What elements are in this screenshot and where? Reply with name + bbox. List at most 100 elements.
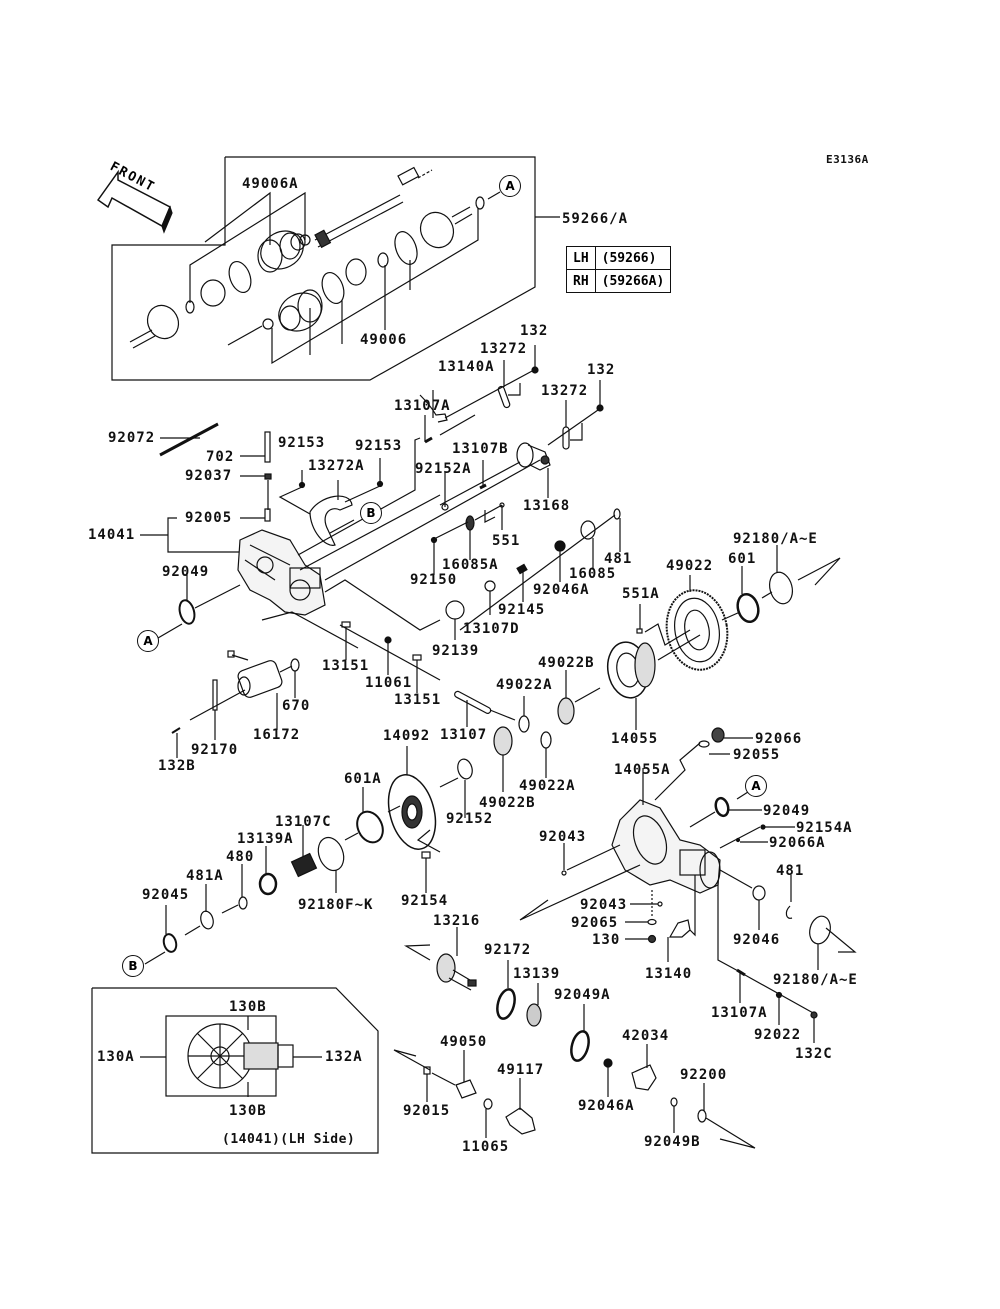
- part-label[interactable]: 551: [492, 533, 521, 549]
- part-label[interactable]: 92172: [484, 942, 532, 958]
- part-label[interactable]: 13140: [645, 966, 693, 982]
- shim-icon: [809, 915, 831, 945]
- part-label[interactable]: 132A: [325, 1049, 363, 1065]
- part-label[interactable]: 481: [604, 551, 633, 567]
- part-label[interactable]: 92152A: [415, 461, 472, 477]
- part-label[interactable]: 92046A: [533, 582, 590, 598]
- part-label[interactable]: 92170: [191, 742, 239, 758]
- part-label[interactable]: 13272A: [308, 458, 365, 474]
- part-label[interactable]: 13139: [513, 966, 561, 982]
- part-label[interactable]: 601: [728, 551, 757, 567]
- part-label[interactable]: 16172: [253, 727, 301, 743]
- part-label[interactable]: 49006A: [242, 176, 299, 192]
- part-label[interactable]: 92153: [355, 438, 403, 454]
- part-label[interactable]: 49006: [360, 332, 408, 348]
- part-label[interactable]: 670: [282, 698, 311, 714]
- part-label[interactable]: 92066: [755, 731, 803, 747]
- part-label[interactable]: 49022: [666, 558, 714, 574]
- part-label[interactable]: 92153: [278, 435, 326, 451]
- part-label-axle-assembly[interactable]: 59266/A: [562, 211, 629, 227]
- part-label[interactable]: 92046: [733, 932, 781, 948]
- variant-part-number[interactable]: (59266A): [594, 269, 672, 293]
- part-label[interactable]: 13107B: [452, 441, 509, 457]
- part-label[interactable]: 92065: [571, 915, 619, 931]
- part-label[interactable]: 132B: [158, 758, 196, 774]
- part-label[interactable]: 92049: [162, 564, 210, 580]
- part-label[interactable]: 49022A: [519, 778, 576, 794]
- part-label[interactable]: 601A: [344, 771, 382, 787]
- part-label[interactable]: 551A: [622, 586, 660, 602]
- part-label[interactable]: 49022B: [479, 795, 536, 811]
- part-label[interactable]: 92180/A~E: [773, 972, 858, 988]
- part-label[interactable]: 13216: [433, 913, 481, 929]
- part-label[interactable]: 132C: [795, 1046, 833, 1062]
- part-label[interactable]: 92049A: [554, 987, 611, 1003]
- part-label[interactable]: 16085: [569, 566, 617, 582]
- part-label[interactable]: 16085A: [442, 557, 499, 573]
- part-label[interactable]: 92200: [680, 1067, 728, 1083]
- part-label[interactable]: 49022A: [496, 677, 553, 693]
- part-label[interactable]: 92145: [498, 602, 546, 618]
- part-label[interactable]: 92022: [754, 1027, 802, 1043]
- part-label[interactable]: 130A: [97, 1049, 135, 1065]
- part-label[interactable]: 702: [206, 449, 235, 465]
- leader-line: [689, 875, 696, 937]
- part-label[interactable]: 130: [592, 932, 621, 948]
- part-label[interactable]: 14092: [383, 728, 431, 744]
- part-label[interactable]: 132: [520, 323, 549, 339]
- part-label[interactable]: 92154: [401, 893, 449, 909]
- part-label[interactable]: 92049B: [644, 1134, 701, 1150]
- part-label[interactable]: 42034: [622, 1028, 670, 1044]
- part-label[interactable]: 92055: [733, 747, 781, 763]
- part-label[interactable]: 92005: [185, 510, 233, 526]
- part-label[interactable]: 49050: [440, 1034, 488, 1050]
- part-label[interactable]: 13107A: [394, 398, 451, 414]
- part-label[interactable]: 92043: [539, 829, 587, 845]
- part-label[interactable]: 13272: [480, 341, 528, 357]
- part-label[interactable]: 92045: [142, 887, 190, 903]
- part-label[interactable]: 130B: [229, 1103, 267, 1119]
- part-label[interactable]: 92150: [410, 572, 458, 588]
- part-label[interactable]: 92139: [432, 643, 480, 659]
- part-label[interactable]: 13272: [541, 383, 589, 399]
- part-label[interactable]: 92066A: [769, 835, 826, 851]
- part-label[interactable]: 14055: [611, 731, 659, 747]
- part-label[interactable]: 13107A: [711, 1005, 768, 1021]
- part-label[interactable]: 92043: [580, 897, 628, 913]
- bushing-icon: [752, 885, 766, 901]
- part-label[interactable]: 481A: [186, 868, 224, 884]
- part-label[interactable]: 13151: [322, 658, 370, 674]
- part-label[interactable]: 92046A: [578, 1098, 635, 1114]
- part-label[interactable]: 13107: [440, 727, 488, 743]
- part-label[interactable]: 49117: [497, 1062, 545, 1078]
- part-label[interactable]: 92049: [763, 803, 811, 819]
- part-label[interactable]: 14055A: [614, 762, 671, 778]
- part-label[interactable]: 13107C: [275, 814, 332, 830]
- part-label[interactable]: 481: [776, 863, 805, 879]
- variant-part-number[interactable]: (59266): [594, 246, 672, 270]
- part-label[interactable]: 14041: [88, 527, 136, 543]
- part-label[interactable]: 13151: [394, 692, 442, 708]
- part-label[interactable]: 92037: [185, 468, 233, 484]
- part-label[interactable]: 132: [587, 362, 616, 378]
- part-label[interactable]: 92072: [108, 430, 156, 446]
- axis-line: [387, 805, 401, 813]
- part-label[interactable]: 13107D: [463, 621, 520, 637]
- part-label[interactable]: 13139A: [237, 831, 294, 847]
- part-label[interactable]: 92152: [446, 811, 494, 827]
- part-label[interactable]: 11061: [365, 675, 413, 691]
- dowel-pin-icon: [561, 870, 567, 876]
- bushing-icon: [580, 520, 596, 540]
- part-label[interactable]: 13168: [523, 498, 571, 514]
- part-label[interactable]: 92180F~K: [298, 897, 374, 913]
- part-label[interactable]: 130B: [229, 999, 267, 1015]
- leader-line: [570, 423, 583, 441]
- part-label[interactable]: 480: [226, 849, 255, 865]
- part-label[interactable]: 13140A: [438, 359, 495, 375]
- part-label[interactable]: 49022B: [538, 655, 595, 671]
- part-label[interactable]: 92015: [403, 1103, 451, 1119]
- part-label[interactable]: 92180/A~E: [733, 531, 818, 547]
- cv-joint-outer-icon: [419, 206, 473, 249]
- part-label[interactable]: 11065: [462, 1139, 510, 1155]
- part-label[interactable]: 92154A: [796, 820, 853, 836]
